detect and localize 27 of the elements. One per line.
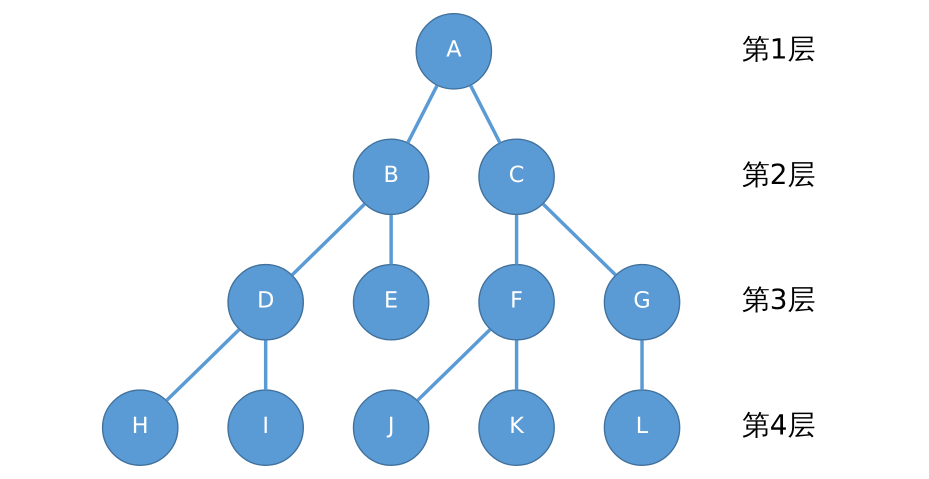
node-circle: F — [478, 264, 554, 341]
node-circle: D — [226, 264, 304, 341]
connector — [165, 328, 240, 402]
connector — [263, 340, 267, 390]
node-circle: C — [478, 138, 554, 216]
label: 第1层 — [741, 32, 816, 66]
label: 第2层 — [741, 158, 816, 191]
node-circle: A — [415, 12, 492, 90]
node-circle: E — [352, 264, 429, 341]
connector — [514, 340, 518, 390]
node-circle: G — [603, 264, 680, 341]
connector — [468, 84, 501, 144]
connector — [541, 202, 616, 276]
label: 第4层 — [741, 408, 816, 442]
connector — [388, 214, 392, 264]
node-circle: B — [352, 138, 429, 216]
connector — [514, 214, 518, 264]
connector — [416, 328, 491, 402]
connector — [640, 340, 644, 390]
node-circle: K — [478, 389, 554, 466]
connector — [290, 202, 366, 276]
node-circle: I — [226, 389, 304, 466]
label: 第3层 — [741, 283, 816, 316]
node-circle: H — [101, 389, 178, 466]
connector — [406, 84, 438, 144]
node-circle: J — [352, 389, 429, 466]
node-circle: L — [603, 389, 680, 466]
